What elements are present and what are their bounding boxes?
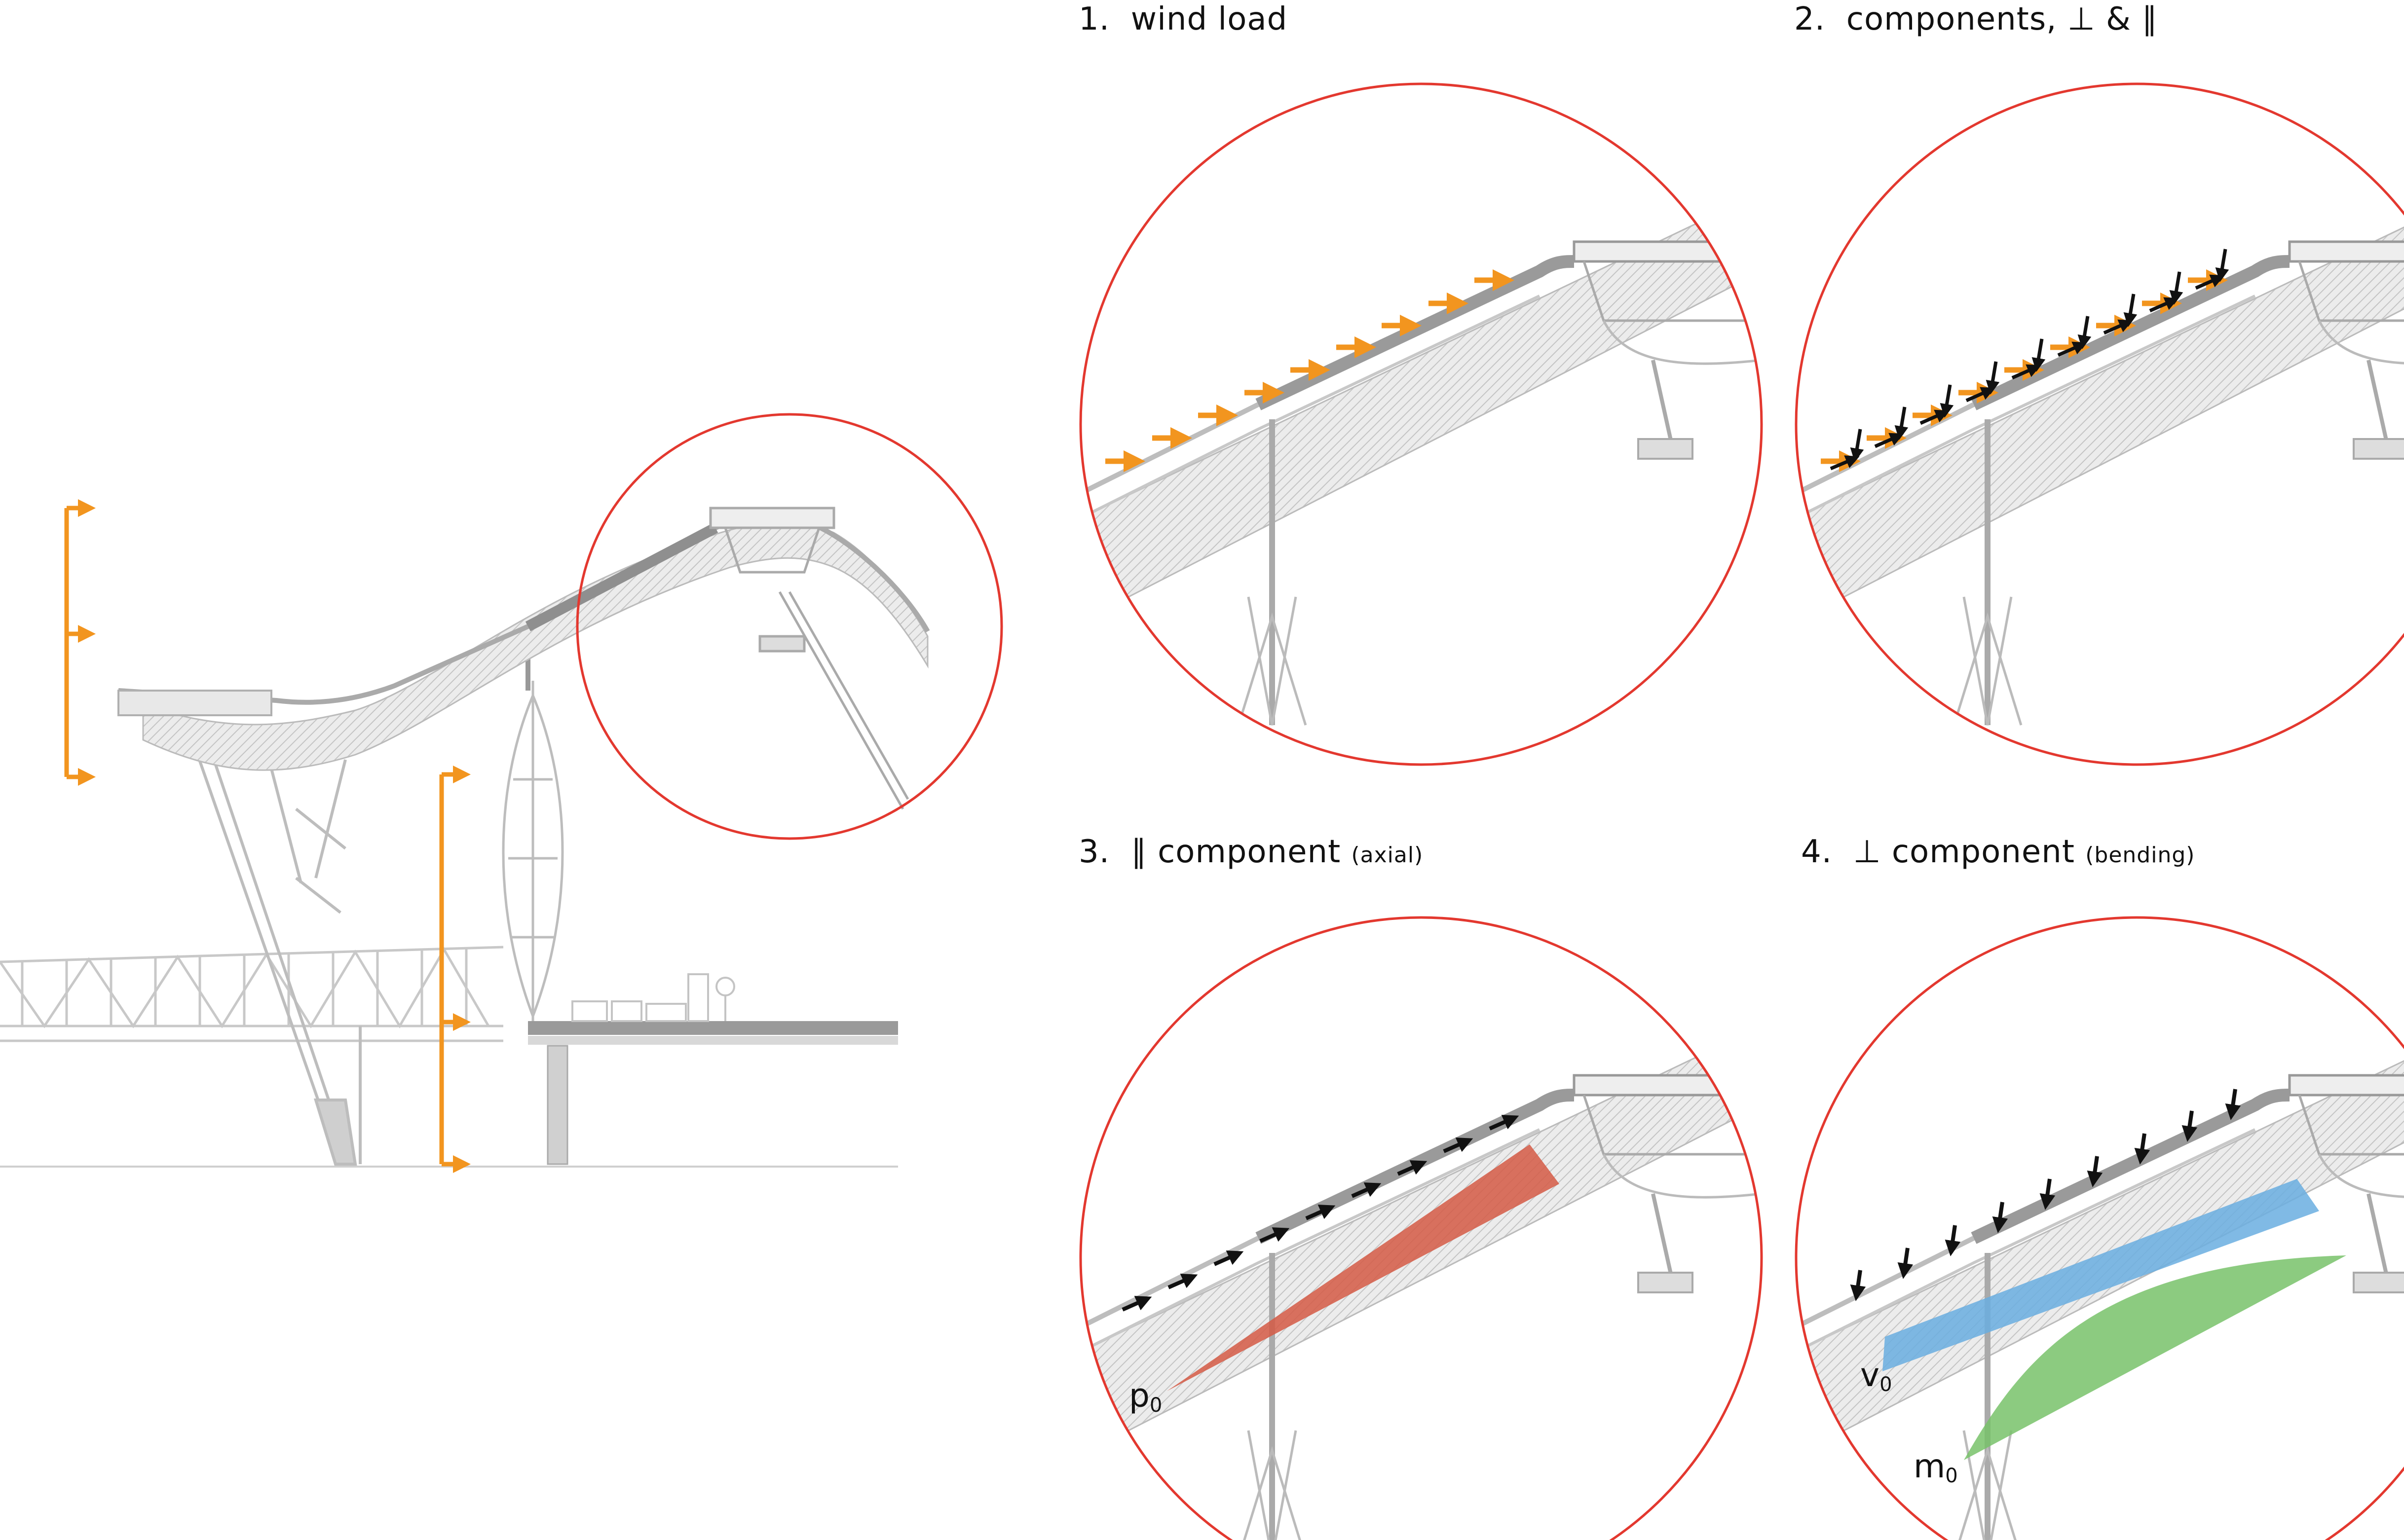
panel-3-subtitle: (axial): [1351, 843, 1424, 868]
panel-4-circle: [1795, 916, 2404, 1540]
panel-1-detail: [1081, 191, 1762, 726]
ring-beam: [709, 507, 909, 810]
panel-1-wind-arrows: [1105, 269, 1514, 472]
overview-section: [0, 413, 1003, 1173]
zoom-circle: [576, 413, 1003, 840]
platform: [528, 973, 898, 1165]
panel-4-subtitle: (bending): [2085, 843, 2195, 868]
panel-4-title-text: ⊥ component: [1853, 834, 2075, 870]
panel-1-title: 1. wind load: [1079, 1, 1287, 37]
wind-bracket-lower: [439, 766, 471, 1173]
panel-2-detail: [1796, 191, 2404, 726]
axial-label: p0: [1129, 1377, 1162, 1417]
mast: [502, 636, 564, 1031]
panel-2-wind-arrows: [1821, 249, 2229, 472]
panel-1-title-text: wind load: [1130, 1, 1288, 37]
panel-3-axial-arrows: [1122, 1115, 1519, 1312]
panel-3-title: 3. ∥ component (axial): [1079, 834, 1423, 870]
roof-edge: [117, 690, 272, 716]
panel-4-number: 4.: [1801, 834, 1833, 870]
panel-1-circle: [1079, 82, 1763, 766]
bending-moment-diagram: [1964, 1255, 2346, 1460]
wind-bracket-upper: [64, 499, 96, 786]
panel-3-title-text: ∥ component: [1130, 834, 1341, 870]
panel-2-title-text: components, ⊥ & ∥: [1846, 1, 2158, 37]
panel-1-number: 1.: [1079, 1, 1110, 37]
panel-4-bending-arrows: [1850, 1089, 2241, 1301]
panel-3-detail: [1081, 1025, 1762, 1540]
panel-2-title: 2. components, ⊥ & ∥: [1794, 1, 2158, 37]
shear-force-diagram: [1882, 1179, 2319, 1371]
moment-label: m0: [1914, 1447, 1958, 1487]
panel-4-detail: [1796, 1025, 2404, 1540]
panel-4-title: 4. ⊥ component (bending): [1801, 834, 2195, 870]
support-columns: [191, 739, 362, 1166]
panel-2-number: 2.: [1794, 1, 1826, 37]
shear-label: v0: [1860, 1356, 1892, 1396]
panel-3-circle: [1079, 916, 1763, 1540]
panel-2-circle: [1795, 82, 2404, 766]
bridge-truss: [0, 946, 504, 1042]
roof-underside: [142, 521, 929, 771]
roof-segment: [525, 523, 718, 631]
panel-3-number: 3.: [1079, 834, 1110, 870]
axial-force-diagram: [1167, 1144, 1559, 1391]
